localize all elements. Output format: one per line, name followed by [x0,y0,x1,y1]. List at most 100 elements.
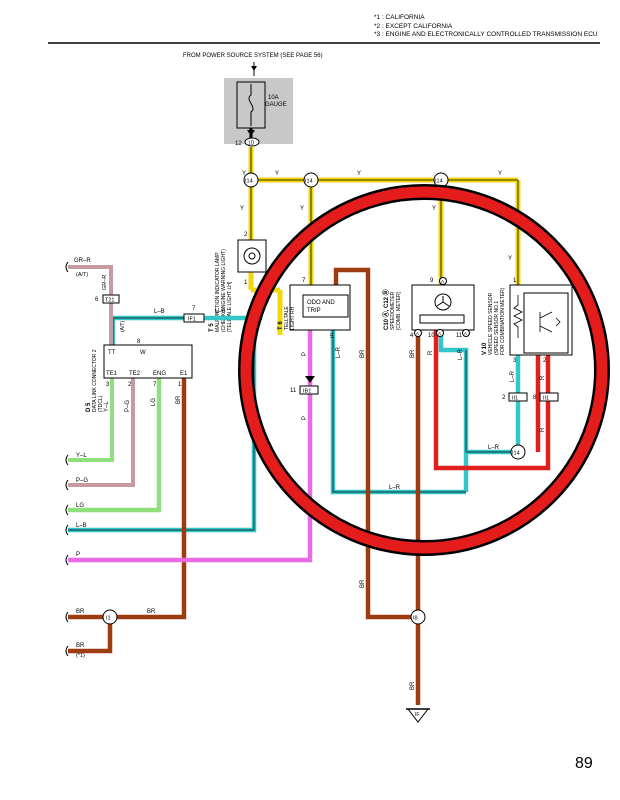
wire-label-y2: Y [275,171,279,177]
svg-text:8: 8 [137,339,141,345]
mil-sub2: [TELLTALE LIGHT LH] [227,281,233,332]
telltale-rh-code: T 6 [278,321,284,330]
svg-text:A: A [438,331,441,336]
wire-label-lb3: L–B [76,523,87,529]
svg-text:9: 9 [430,278,434,284]
svg-text:W: W [140,350,146,356]
dlc-sub: (TDCL) [98,395,104,412]
wire-ends [65,261,69,657]
wire-p [68,330,313,563]
wire-label-r2: R [540,375,546,380]
footnotes: *1 : CALIFORNIA *2 : EXCEPT CALIFORNIA *… [374,14,598,40]
wire-label-lb2: L–B [215,309,226,315]
mil-code: T 5 [209,323,215,332]
transistor-icon [539,311,561,333]
wire-label-grr1-note: (A/T) [76,272,88,278]
resistor-icon [513,295,523,338]
wire-label-lg1: LG [151,398,157,406]
mil-name: MALFUNCTION INDICATOR LAMP [215,252,221,332]
svg-text:II1: II1 [512,396,518,402]
wire-label-grr1: GR–R [74,258,91,264]
svg-text:TE1: TE1 [106,371,118,377]
speedometer-name: SPEEDOMETER [390,291,396,330]
junction-i14-a: I14 [243,172,259,188]
power-source-label: FROM POWER SOURCE SYSTEM (SEE PAGE 56) [183,53,323,59]
svg-text:TE2: TE2 [129,371,141,377]
wire-label-lr4: L–R [488,445,500,451]
svg-text:ENG: ENG [153,371,166,377]
wire-label-yl1: Y–L [104,401,110,412]
svg-text:1: 1 [513,278,517,284]
svg-text:11: 11 [290,388,297,394]
svg-text:IB1: IB1 [303,389,311,395]
telltale-rh-sub: LIGHT RH [290,306,296,330]
svg-text:I8: I8 [413,616,418,622]
speedometer-code: C10 Ⓐ, C12 Ⓑ [382,289,390,330]
wire-label-pg1: P–G [125,400,131,412]
svg-text:7: 7 [153,382,157,388]
wire-label-grr2: GR–R [102,275,108,290]
wire-label-y5: Y [240,206,244,212]
junction-i14-b: I14 [303,172,319,188]
junction-i8: I8 [410,609,426,625]
speed-sensor-sub2: FOR COMBINATION METER) [500,287,506,355]
svg-text:8: 8 [533,395,537,401]
svg-text:I14: I14 [435,179,443,185]
wire-label-lb1: L–B [154,309,165,315]
fuse-name: GAUGE [265,102,287,108]
svg-text:TT: TT [108,350,116,356]
dlc-box [103,344,193,379]
speedometer-sub: [COMB. METER] [396,291,402,330]
svg-text:7: 7 [302,278,306,284]
svg-text:7: 7 [192,306,196,312]
svg-text:6: 6 [95,297,99,303]
wire-label-p2: P [302,416,308,420]
svg-text:IF1: IF1 [188,317,196,323]
wire-label-br2: BR [410,349,416,358]
speed-sensor-sub1: (SPEED SENSOR NO.1 [494,301,500,355]
wire-label-y7: Y [432,206,436,212]
speed-sensor-name: VEHICLE SPEED SENSOR [488,292,494,355]
dlc-name: DATA LINK CONNECTOR 2 [92,349,98,412]
wire-label-yl2: Y–L [76,453,87,459]
wire-label-p1: P [302,352,308,356]
wire-label-y4: Y [498,171,502,177]
svg-text:2: 2 [502,395,506,401]
footnote-3: *3 : ENGINE AND ELECTRONICALLY CONTROLLE… [374,31,598,39]
wire-label-y3: Y [357,171,361,177]
wire-label-p3: P [76,552,80,558]
wire-grr [68,265,113,345]
wire-label-br1: BR [360,349,366,358]
fuse-box [224,78,293,144]
fuse-conn: 1D [248,141,255,147]
fuse-icon [248,84,254,126]
odo-trip-box [302,294,349,318]
speed-sensor-code: V 10 [482,342,488,355]
wire-label-br4: BR [147,609,156,615]
fuse-pin: 12 [235,141,242,147]
wire-label-br3: BR [176,395,182,404]
wire-label-lr1: L–R [336,346,342,358]
wire-yl [68,378,114,462]
svg-text:5: 5 [330,334,334,340]
connector-ii1-b: II1 8 [533,392,559,402]
svg-text:A: A [441,279,444,284]
svg-text:3: 3 [106,382,110,388]
svg-text:2: 2 [128,382,132,388]
svg-text:A: A [464,331,467,336]
svg-text:I14: I14 [245,179,253,185]
svg-text:A: A [416,331,419,336]
svg-text:3: 3 [513,358,517,364]
wire-label-lg2: LG [76,503,84,509]
wire-label-br5: BR [76,609,85,615]
svg-text:II1: II1 [543,396,549,402]
svg-text:11: 11 [456,333,463,339]
svg-text:I14: I14 [305,179,313,185]
svg-text:2: 2 [244,232,248,238]
svg-text:TRIP: TRIP [307,308,321,314]
svg-text:ODO AND: ODO AND [307,300,335,306]
wire-label-pg2: P–G [76,478,88,484]
wire-label-r1: R [428,350,434,355]
wire-lg [68,378,162,513]
